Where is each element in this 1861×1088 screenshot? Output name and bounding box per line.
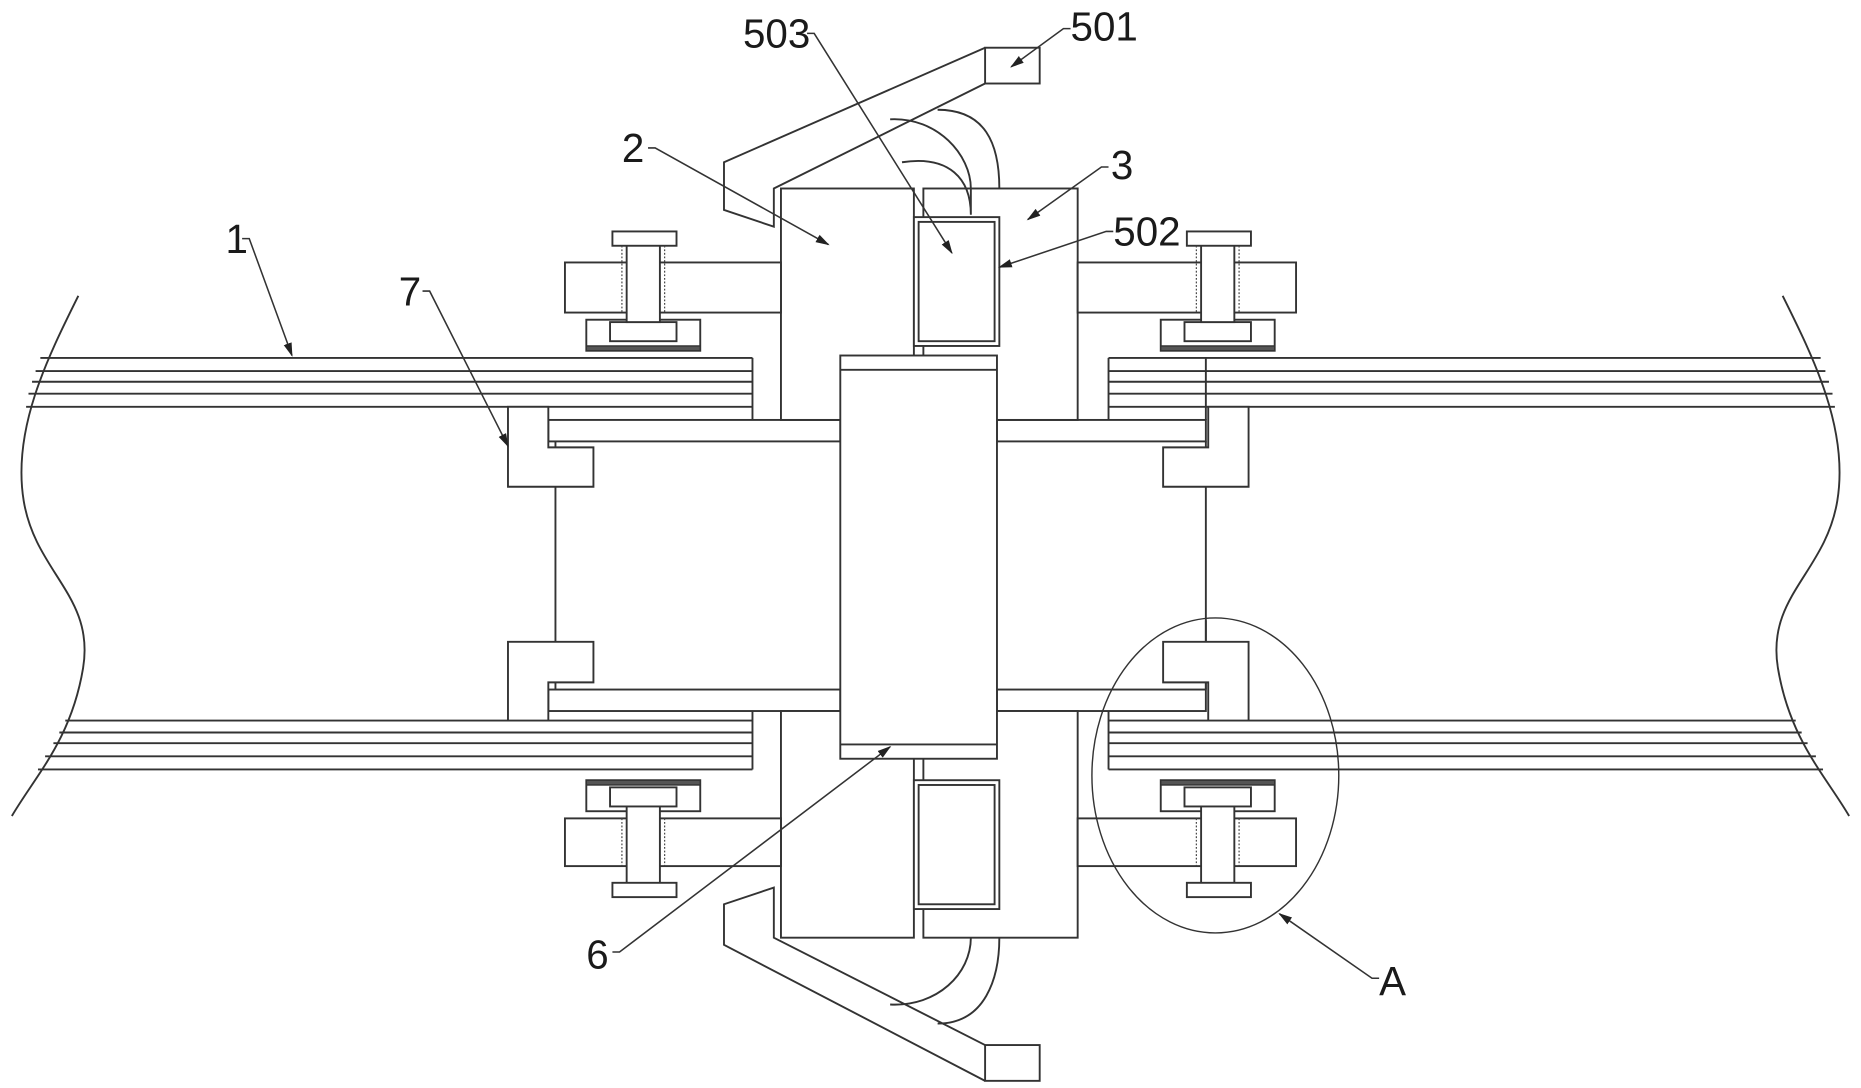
seal-ring-right-bottom (1162, 640, 1250, 722)
seal-ring-left-bottom (507, 640, 595, 722)
seal-ring-left-top (507, 405, 595, 488)
handle-bottom (723, 886, 1041, 1082)
label-detail-callout: A (1379, 958, 1406, 1004)
leader-a (1278, 913, 1380, 980)
bolt-top-left (563, 230, 782, 352)
insert-block-bottom (912, 779, 1001, 911)
label-handle: 501 (1071, 3, 1138, 49)
bolt-bottom-left (563, 779, 782, 899)
label-pipe: 1 (226, 216, 248, 262)
label-center-sleeve: 6 (586, 932, 608, 978)
part-labels: 1 7 2 503 501 3 502 6 A (226, 3, 1407, 1004)
detail-a-ellipse (1091, 617, 1340, 934)
right-pipe (1107, 295, 1850, 817)
bolt-top-right (1076, 230, 1298, 352)
label-insert-block: 502 (1113, 209, 1180, 255)
leader-6 (612, 745, 892, 953)
leader-7 (422, 290, 509, 448)
label-left-clamp-body: 2 (622, 125, 644, 171)
center-sleeve (839, 354, 998, 760)
label-right-clamp-body: 3 (1111, 142, 1133, 188)
label-seal-ring: 7 (399, 268, 421, 314)
leader-2 (648, 147, 830, 246)
bolt-bottom-right (1076, 779, 1298, 899)
left-pipe (11, 295, 754, 817)
leader-502 (998, 230, 1114, 268)
seal-ring-right-top (1162, 405, 1250, 488)
insert-block-top (912, 216, 1001, 347)
leader-1 (242, 237, 293, 357)
leader-lines (242, 27, 1380, 980)
leader-501 (1010, 27, 1071, 68)
leader-3 (1026, 166, 1109, 221)
label-connector-plate: 503 (743, 11, 810, 57)
leader-503 (807, 32, 953, 255)
